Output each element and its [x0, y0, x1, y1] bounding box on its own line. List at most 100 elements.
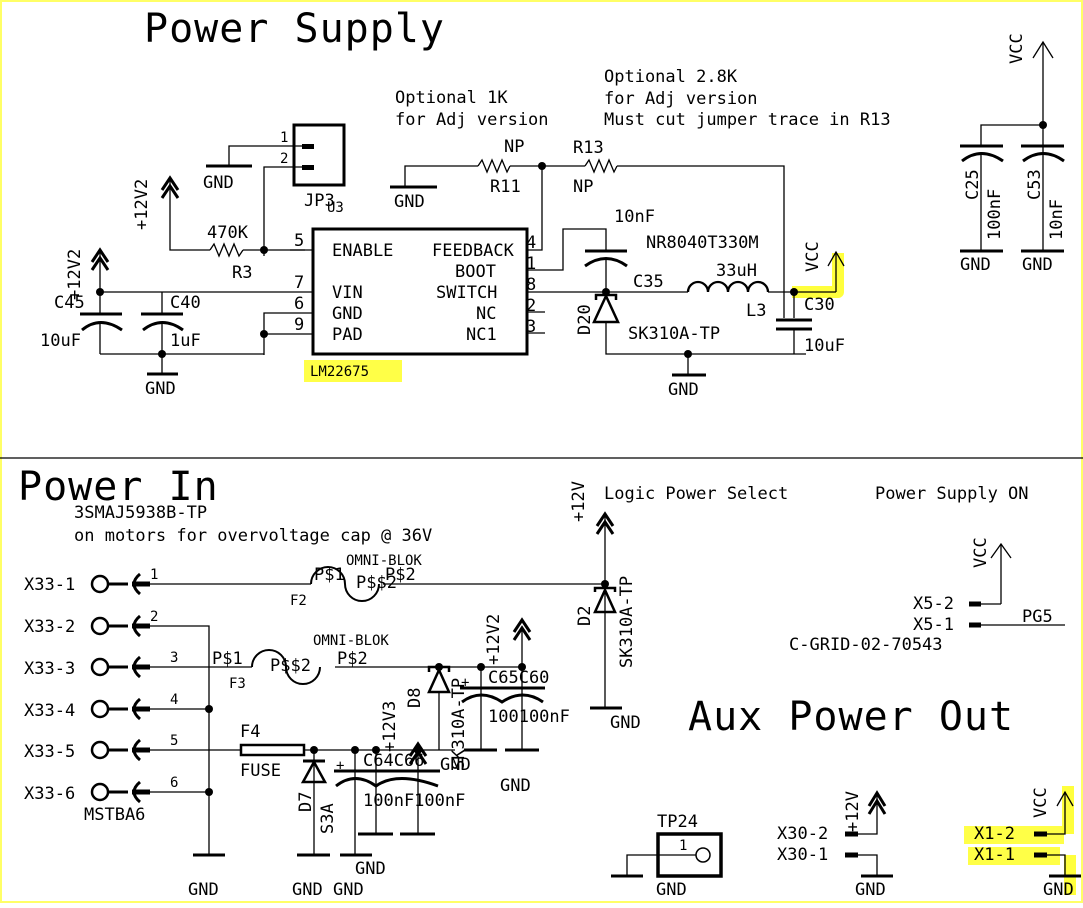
- x5-part: C-GRID-02-70543: [789, 635, 943, 655]
- resistor-r3: 470K R3: [207, 223, 305, 283]
- connector-x1: VCC X1-2 X1-1 GND: [964, 786, 1081, 900]
- l3-value: 33uH: [716, 261, 757, 281]
- u3-pin-num: 5: [294, 231, 304, 251]
- jp3-name: JP3: [304, 191, 335, 211]
- note-2-8k-line3: Must cut jumper trace in R13: [604, 110, 891, 130]
- u3-pin-label: SWITCH: [436, 283, 497, 303]
- x1-pin2: X1-2: [974, 824, 1015, 844]
- d8-name: D8: [405, 688, 425, 708]
- gnd-label: GND: [355, 859, 386, 879]
- gnd-label: GND: [610, 713, 641, 733]
- gnd-label: GND: [855, 880, 886, 900]
- f2-name: F2: [290, 593, 307, 609]
- u3-pin-label: FEEDBACK: [432, 241, 515, 261]
- net-12v2-label: +12V2: [65, 249, 85, 300]
- r3-name: R3: [232, 263, 252, 283]
- c40-value: 1uF: [170, 331, 201, 351]
- gnd-label: GND: [188, 880, 219, 900]
- note-2-8k-line1: Optional 2.8K: [604, 67, 738, 87]
- f3-pin2: P$2: [337, 649, 368, 669]
- u3-pin-label: ENABLE: [332, 241, 393, 261]
- net-12v-label: +12V: [843, 791, 863, 832]
- r11-name: R11: [490, 177, 521, 197]
- vcc-decoupling: VCC C25 100nF GND C53 10nF GND: [960, 33, 1067, 275]
- note-2-8k-line2: for Adj version: [604, 89, 758, 109]
- c35-name: C35: [633, 272, 664, 292]
- section-title-power-in: Power In: [18, 464, 219, 510]
- connector-x33: X33-1 1 X33-2 2 X33-3 3: [24, 567, 178, 825]
- c53-name: C53: [1025, 169, 1045, 200]
- c64-c66-values: 100nF100nF: [363, 791, 465, 811]
- u3-value: LM22675: [310, 364, 369, 380]
- u3-pin-num: 7: [294, 273, 304, 293]
- power-in-note-line2: on motors for overvoltage cap @ 36V: [74, 526, 432, 546]
- u3-pin-label: BOOT: [455, 262, 496, 282]
- gnd-label: GND: [1043, 880, 1074, 900]
- pin-label: X33-2: [24, 617, 75, 637]
- connector-part: MSTBA6: [84, 805, 145, 825]
- diode-d7: D7 S3A GND: [292, 746, 338, 900]
- d2-name: D2: [575, 606, 595, 626]
- net-vcc-label: VCC: [1007, 33, 1027, 64]
- u3-pin-label: NC: [476, 304, 496, 324]
- resistor-r13: R13 NP: [573, 138, 785, 292]
- u3-pin-label: VIN: [332, 283, 363, 303]
- connector-pin: X33-6 6: [24, 775, 178, 804]
- x30-pin2: X30-2: [777, 824, 828, 844]
- f2-pin2: P$2: [385, 565, 416, 585]
- pin-num: 2: [150, 609, 158, 625]
- f3-pin1: P$1: [212, 649, 243, 669]
- gnd-label: GND: [960, 255, 991, 275]
- section-power-in: Power In 3SMAJ5938B-TP on motors for ove…: [18, 464, 641, 900]
- ic-u3: U3 LM22675 5 ENABLE 7 VIN 6 GND 9 PAD 4 …: [100, 166, 688, 382]
- r3-value: 470K: [207, 223, 249, 243]
- f4-part: FUSE: [240, 761, 281, 781]
- section-logic-power-select: Logic Power Select Power Supply ON VCC X…: [604, 484, 1065, 655]
- connector-pin: X33-1 1: [24, 567, 158, 596]
- vcc-output-c30: VCC C30 10uF: [776, 241, 845, 356]
- connector-pin: X33-3 3: [24, 650, 178, 679]
- section-aux-power-out: Aux Power Out TP24 1 GND +12V X30-2 X30-…: [611, 694, 1081, 900]
- d20-name: D20: [575, 304, 595, 335]
- diode-d20: GND D20 SK310A-TP: [575, 293, 806, 400]
- c65-c60-names: C65C60: [488, 668, 549, 688]
- pin-num: 6: [170, 775, 178, 791]
- c30-name: C30: [804, 295, 835, 315]
- gnd-label: GND: [292, 880, 323, 900]
- d7-value: S3A: [318, 803, 338, 834]
- net-pg5-label: PG5: [1022, 607, 1053, 627]
- tp24-name: TP24: [657, 812, 698, 832]
- f2-pin-overlap: P$$2: [356, 573, 397, 593]
- pin-num: 4: [170, 692, 178, 708]
- fuse-f4: F4 FUSE: [150, 722, 455, 781]
- gnd-label: GND: [500, 776, 531, 796]
- net-12v2-label: +12V2: [132, 179, 152, 230]
- gnd-label: GND: [333, 880, 364, 900]
- gnd-label: GND: [1022, 255, 1053, 275]
- u3-pin-label: NC1: [466, 325, 497, 345]
- gnd-label: GND: [394, 192, 425, 212]
- x5-pin2: X5-2: [913, 594, 954, 614]
- c64-c66-names: C64C66: [363, 751, 424, 771]
- u3-pin-num: 8: [526, 275, 536, 295]
- note-1k-line2: for Adj version: [395, 110, 549, 130]
- gnd-label: GND: [203, 173, 234, 193]
- fuse-f2: P$1 P$$2 P$2 OMNI-BLOK F2: [150, 553, 606, 609]
- gnd-label: GND: [440, 755, 471, 775]
- capacitor-c35: 10nF C35: [584, 207, 664, 296]
- fuse-f3: P$1 P$$2 P$2 OMNI-BLOK F3: [150, 633, 523, 692]
- logic-power-title: Logic Power Select: [604, 484, 788, 504]
- section-title-power-supply: Power Supply: [144, 6, 445, 52]
- x30-pin1: X30-1: [777, 845, 828, 865]
- f3-pin-overlap: P$$2: [270, 656, 311, 676]
- pin-label: X33-1: [24, 575, 75, 595]
- f2-part: OMNI-BLOK: [346, 553, 422, 569]
- l3-name: L3: [746, 301, 766, 321]
- section-power-supply: Power Supply Optional 1K for Adj version…: [40, 6, 1067, 400]
- u3-pin-num: 3: [526, 317, 536, 337]
- gnd-label: GND: [145, 379, 176, 399]
- c45-value: 10uF: [40, 331, 81, 351]
- x5-pin1: X5-1: [913, 615, 954, 635]
